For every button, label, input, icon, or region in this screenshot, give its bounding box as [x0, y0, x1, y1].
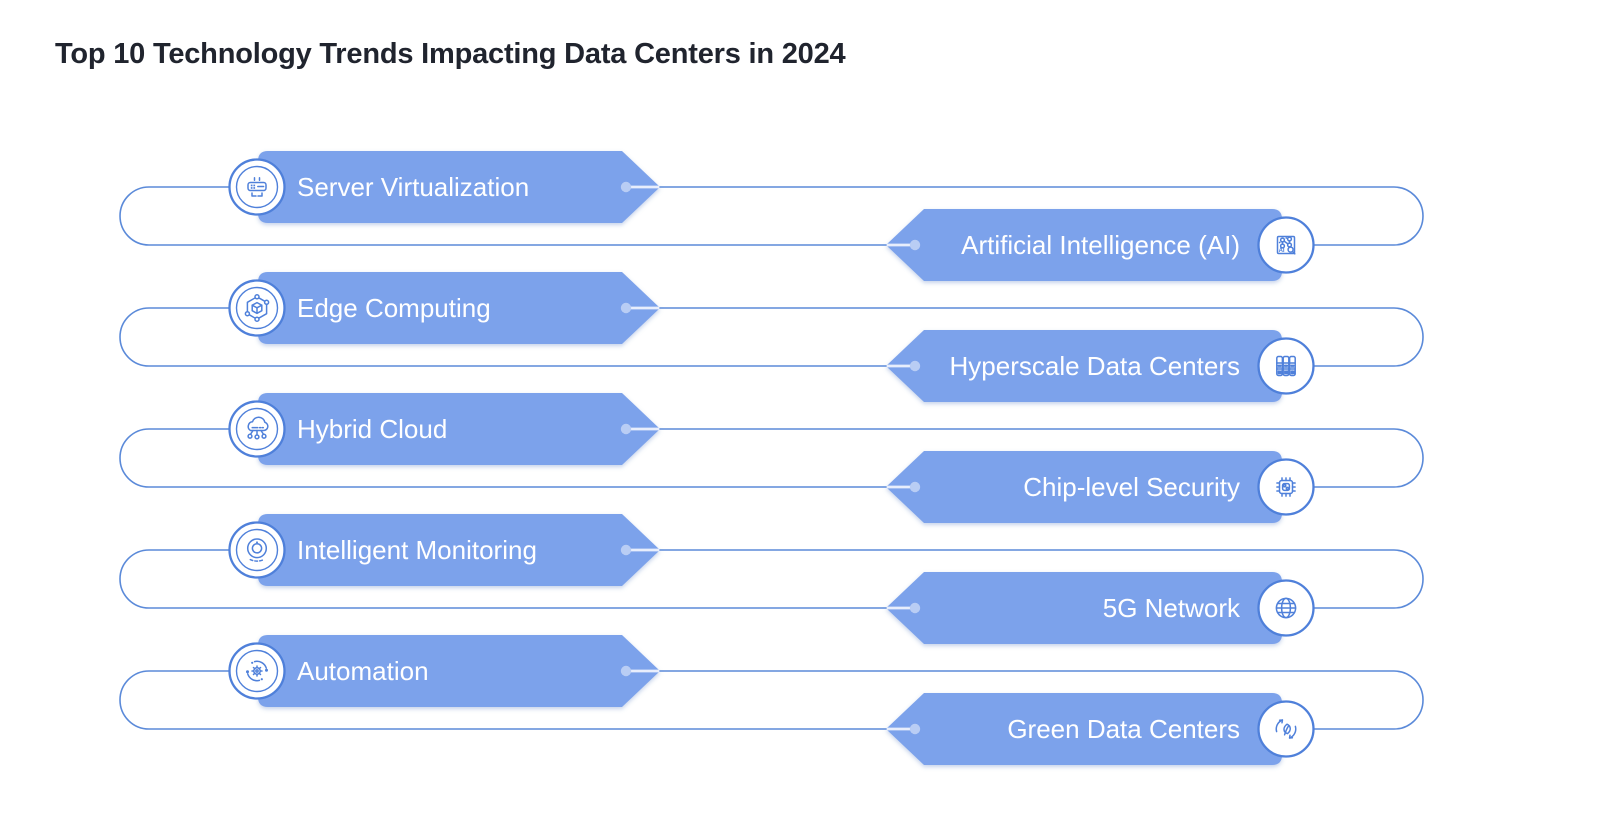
connector-dot [620, 665, 632, 677]
loop-2: Edge Computing Hyperscale Data Centers [119, 272, 1424, 402]
banner-label: Green Data Centers [1007, 714, 1240, 744]
banner-shape [886, 209, 1282, 281]
banner-label: Chip-level Security [1023, 472, 1240, 502]
banner-label: Artificial Intelligence (AI) [961, 230, 1240, 260]
banner-shape [258, 635, 660, 707]
trend-banner-chip-level-security: Chip-level Security [886, 451, 1315, 523]
connector-dot [909, 481, 921, 493]
trend-banner-automation: Automation [228, 635, 660, 707]
trend-banner-server-virtualization: Server Virtualization [228, 151, 660, 223]
trend-banner-intelligent-monitoring: Intelligent Monitoring [228, 514, 660, 586]
banner-shape [886, 572, 1282, 644]
banner-shape [258, 151, 660, 223]
connector-dot [620, 302, 632, 314]
banner-shape [258, 272, 660, 344]
banner-label: Automation [297, 656, 429, 686]
connector-dot [620, 181, 632, 193]
banner-label: Edge Computing [297, 293, 491, 323]
connector-dot [620, 423, 632, 435]
icon-badge-circle [228, 521, 286, 579]
trend-banner-green-data-centers: Green Data Centers [886, 693, 1315, 765]
banner-label: 5G Network [1103, 593, 1241, 623]
banner-shape [258, 393, 660, 465]
icon-badge-ring [235, 649, 279, 693]
banner-label: Intelligent Monitoring [297, 535, 537, 565]
connector-loop-line [119, 670, 1424, 730]
loop-1: Server Virtualization Artificial Intelli… [119, 151, 1424, 281]
connector-loop-line [119, 428, 1424, 488]
icon-badge-ring [235, 528, 279, 572]
page-title: Top 10 Technology Trends Impacting Data … [55, 38, 846, 70]
banner-label: Server Virtualization [297, 172, 529, 202]
loop-5: Automation Green Data Centers [119, 635, 1424, 765]
trend-banner-5g-network: 5G Network [886, 572, 1315, 644]
banner-shape [886, 451, 1282, 523]
banner-label: Hyperscale Data Centers [950, 351, 1240, 381]
loop-4: Intelligent Monitoring 5G Network [119, 514, 1424, 644]
banner-shape [886, 330, 1282, 402]
banner-shape [886, 693, 1282, 765]
connector-dot [909, 602, 921, 614]
banner-label: Hybrid Cloud [297, 414, 447, 444]
connector-dot [909, 360, 921, 372]
connector-dot [909, 239, 921, 251]
connector-loop-line [119, 549, 1424, 609]
icon-badge-circle [228, 642, 286, 700]
icon-badge-circle [1257, 458, 1315, 516]
icon-badge-ring [235, 286, 279, 330]
trend-banner-artificial-intelligence: Artificial Intelligence (AI) [886, 209, 1315, 281]
trend-banner-edge-computing: Edge Computing [228, 272, 660, 344]
icon-badge-circle [228, 158, 286, 216]
icon-badge-ring [235, 165, 279, 209]
connector-loop-line [119, 307, 1424, 367]
trend-banner-hybrid-cloud: Hybrid Cloud [228, 393, 660, 465]
banner-shape [258, 514, 660, 586]
icon-badge-ring [235, 407, 279, 451]
connector-dot [909, 723, 921, 735]
loop-3: Hybrid Cloud Chip-level Security [119, 393, 1424, 523]
trend-banner-hyperscale-data-centers: Hyperscale Data Centers [886, 330, 1315, 402]
icon-badge-circle [1257, 216, 1315, 274]
connector-loop-line [119, 186, 1424, 246]
connector-dot [620, 544, 632, 556]
icon-badge-circle [228, 400, 286, 458]
